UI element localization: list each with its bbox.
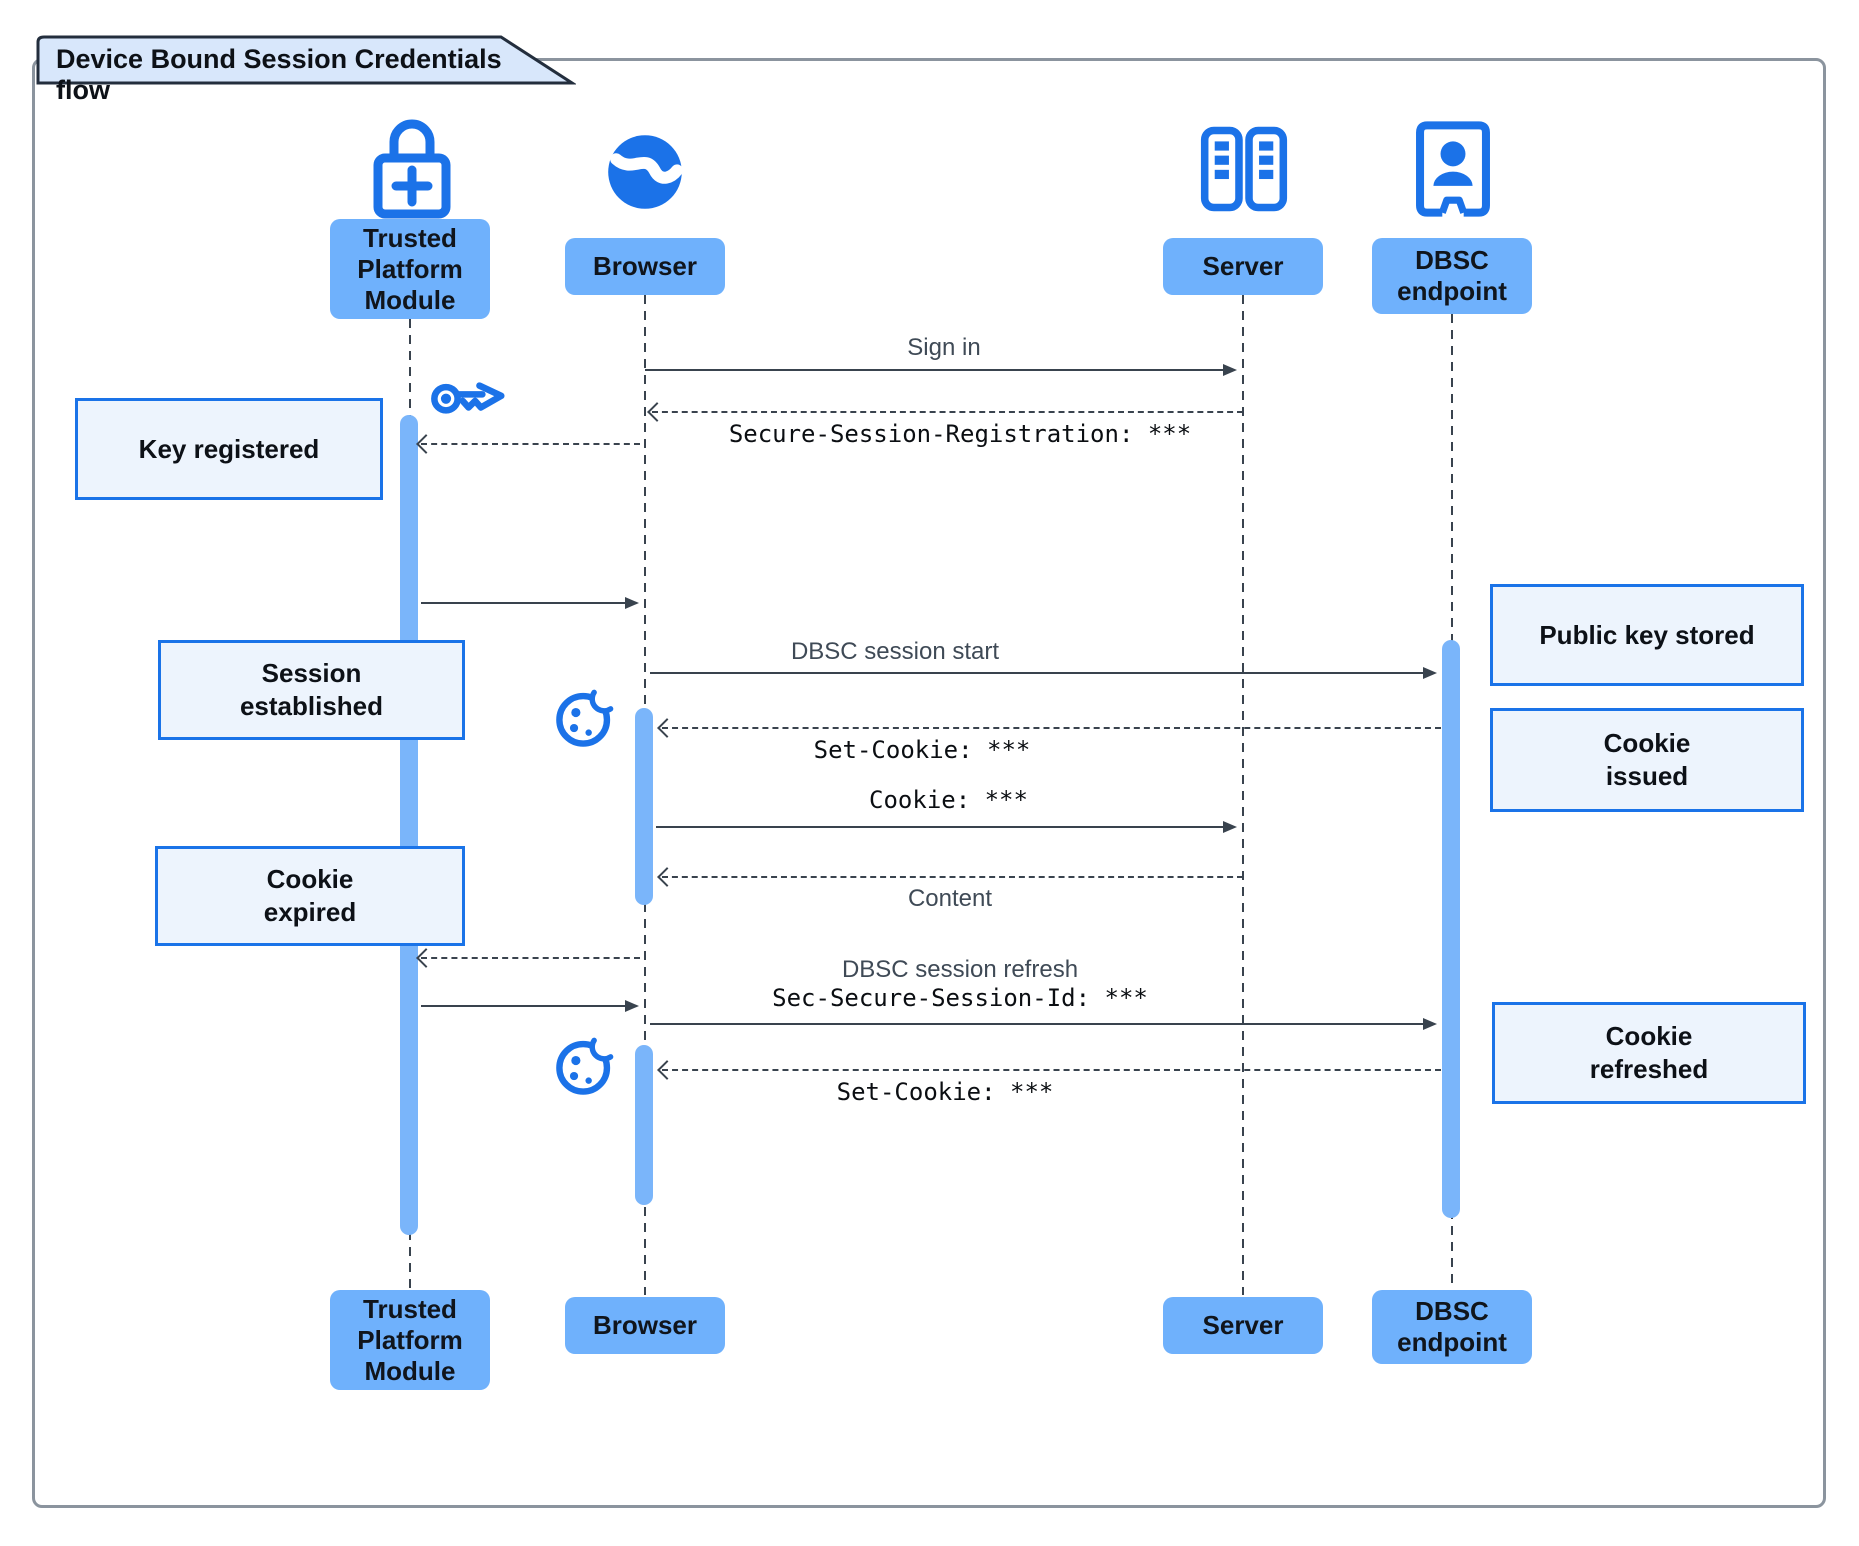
msg-cookie-label: Cookie: ***: [869, 786, 1028, 814]
msg-cookie-arrow: [656, 821, 1237, 833]
note-text: Cookie refreshed: [1589, 1021, 1709, 1084]
msg-set-cookie-2-label: Set-Cookie: ***: [836, 1078, 1054, 1106]
server-rack-icon: [1200, 126, 1288, 212]
participant-box-server-bottom: Server: [1163, 1297, 1323, 1354]
note-cookie-expired: Cookie expired: [155, 846, 465, 946]
note-text: Cookie expired: [263, 864, 357, 927]
title-tab: [36, 34, 578, 86]
activation-bar-dbsc: [1442, 640, 1460, 1218]
msg-set-cookie-1-arrow: [662, 727, 1441, 729]
activation-bar-tpm: [400, 415, 418, 1235]
msg-secure-session-registration-arrow: [652, 411, 1243, 413]
msg-content-arrow: [662, 876, 1243, 878]
note-public-key-stored: Public key stored: [1490, 584, 1804, 686]
msg-dbsc-session-refresh-label: DBSC session refresh: [841, 956, 1079, 983]
activation-bar-browser-1: [635, 708, 653, 905]
participant-box-server-top: Server: [1163, 238, 1323, 295]
participant-box-tpm-top: Trusted Platform Module: [330, 219, 490, 319]
title-tab-shape: [36, 35, 578, 85]
msg-sign-in-arrow: [645, 364, 1237, 376]
participant-box-browser-top: Browser: [565, 238, 725, 295]
msg-content-label: Content: [907, 885, 993, 912]
participant-box-dbsc-top: DBSC endpoint: [1372, 238, 1532, 314]
note-key-registered: Key registered: [75, 398, 383, 500]
participant-label: Trusted Platform Module: [357, 1293, 463, 1386]
note-text: Public key stored: [1539, 619, 1755, 650]
msg-sign-in-label: Sign in: [907, 334, 981, 361]
page-title: Device Bound Session Credentials flow: [56, 44, 502, 105]
note-text: Key registered: [138, 433, 320, 464]
msg-request-proof-arrow: [421, 957, 640, 959]
msg-register-key-arrow: [421, 443, 640, 445]
cookie-icon: [556, 687, 616, 747]
msg-key-ready-arrow: [421, 597, 639, 609]
key-icon: [431, 382, 505, 414]
door-person-icon: [1416, 121, 1490, 217]
note-cookie-refreshed: Cookie refreshed: [1492, 1002, 1806, 1104]
participant-label: DBSC endpoint: [1397, 245, 1507, 306]
cookie-icon: [556, 1035, 616, 1095]
participant-label: Browser: [592, 251, 698, 281]
participant-box-browser-bottom: Browser: [565, 1297, 725, 1354]
participant-label: Server: [1202, 251, 1284, 281]
msg-sec-secure-session-id-label: Sec-Secure-Session-Id: ***: [772, 984, 1148, 1012]
msg-set-cookie-2-arrow: [662, 1069, 1441, 1071]
participant-box-dbsc-bottom: DBSC endpoint: [1372, 1290, 1532, 1364]
participant-box-tpm-bottom: Trusted Platform Module: [330, 1290, 490, 1390]
msg-dbsc-session-refresh-arrow: [650, 1018, 1437, 1030]
msg-dbsc-session-start-arrow: [650, 667, 1437, 679]
participant-label: Trusted Platform Module: [357, 222, 463, 315]
participant-label: Server: [1202, 1310, 1284, 1340]
note-session-established: Session established: [158, 640, 465, 740]
note-text: Session established: [239, 658, 384, 721]
lifeline-server: [1242, 295, 1244, 1295]
msg-proof-arrow: [421, 1000, 639, 1012]
msg-dbsc-session-start-label: DBSC session start: [790, 638, 1000, 665]
diagram-frame: [32, 58, 1826, 1508]
note-text: Cookie issued: [1603, 728, 1691, 791]
activation-bar-browser-2: [635, 1045, 653, 1205]
globe-icon: [608, 135, 683, 209]
msg-set-cookie-1-label: Set-Cookie: ***: [813, 736, 1031, 764]
participant-label: Browser: [592, 1310, 698, 1340]
lock-plus-icon: [373, 119, 451, 219]
participant-label: DBSC endpoint: [1397, 1296, 1507, 1357]
msg-secure-session-registration-label: Secure-Session-Registration: ***: [728, 420, 1192, 448]
note-cookie-issued: Cookie issued: [1490, 708, 1804, 812]
